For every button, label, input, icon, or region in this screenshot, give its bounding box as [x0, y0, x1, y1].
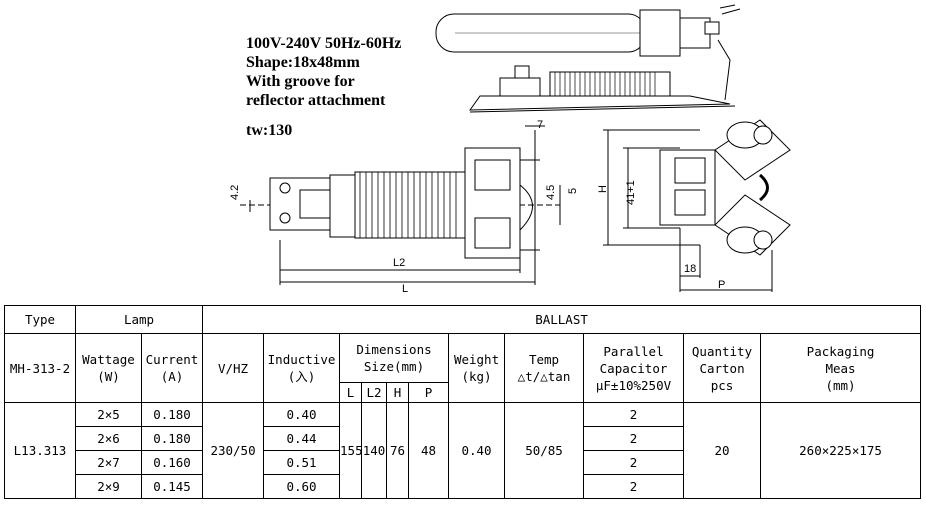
dim-7-label: 7 [537, 119, 543, 131]
header-weight: Weight(kg) [448, 333, 506, 403]
spec-text: 100V-240V 50Hz-60Hz Shape:18x48mm With g… [246, 34, 401, 110]
header-dim-P: P [408, 382, 450, 403]
inductive-cell: 0.40 [263, 402, 341, 427]
spec-tw: tw:130 [246, 122, 293, 139]
current-cell: 0.145 [140, 474, 204, 499]
header-dim-L2: L2 [361, 382, 388, 403]
dim-18-label: 18 [684, 263, 696, 275]
dim-45-label: 4.5 [545, 185, 557, 200]
dim-P-label: P [718, 279, 725, 291]
spec-line-voltage: 100V-240V 50Hz-60Hz [246, 35, 402, 52]
vhz-cell: 230/50 [202, 402, 265, 499]
spec-line-shape: Shape:18x48mm [246, 54, 360, 71]
top-view-drawing [240, 125, 561, 285]
temp-cell: 50/85 [504, 402, 585, 499]
dim-41-label: 41+1 [625, 180, 637, 205]
header-type: Type [4, 305, 76, 334]
dim-L-label: L [402, 283, 408, 295]
current-cell: 0.180 [140, 402, 204, 427]
capacitor-cell: 2 [583, 450, 685, 475]
technical-drawing: 7 4.2 4.5 5 L2 L H 41+1 18 P [229, 4, 791, 295]
header-vhz: V/HZ [202, 333, 265, 403]
dim-42-label: 4.2 [229, 185, 241, 200]
dim-P-cell: 48 [408, 402, 450, 499]
header-lamp: Lamp [74, 305, 204, 334]
wattage-cell: 2×6 [75, 426, 142, 451]
header-current: Current(A) [140, 333, 204, 403]
dim-5-label: 5 [567, 188, 579, 194]
weight-cell: 0.40 [448, 402, 506, 499]
model-cell: MH-313-2 [4, 333, 76, 403]
capacitor-cell: 2 [583, 426, 685, 451]
spec-table: Type Lamp BALLAST MH-313-2 Wattage(W) Cu… [4, 305, 922, 499]
dim-L2-label: L2 [393, 257, 405, 269]
dim-H-cell: 76 [386, 402, 410, 499]
current-cell: 0.160 [140, 450, 204, 475]
row-type-cell: L13.313 [4, 402, 76, 499]
dim-L-cell: 155 [339, 402, 363, 499]
side-view-drawing [435, 4, 741, 113]
current-cell: 0.180 [140, 426, 204, 451]
quantity-cell: 20 [683, 402, 762, 499]
header-inductive: Inductive(入) [263, 333, 341, 403]
packaging-cell: 260×225×175 [760, 402, 922, 499]
end-view-drawing [603, 119, 791, 292]
spec-line-reflector: reflector attachment [246, 92, 386, 109]
spec-line-groove: With groove for [246, 73, 355, 90]
wattage-cell: 2×5 [75, 402, 142, 427]
wattage-cell: 2×9 [75, 474, 142, 499]
dim-L2-cell: 140 [361, 402, 388, 499]
header-dim-L: L [339, 382, 363, 403]
dim-H-label: H [597, 185, 609, 193]
header-dim-H: H [386, 382, 410, 403]
capacitor-cell: 2 [583, 402, 685, 427]
inductive-cell: 0.60 [263, 474, 341, 499]
header-ballast: BALLAST [202, 305, 922, 334]
inductive-cell: 0.51 [263, 450, 341, 475]
inductive-cell: 0.44 [263, 426, 341, 451]
header-temp: Temp△t/△tan [504, 333, 585, 403]
wattage-cell: 2×7 [75, 450, 142, 475]
header-wattage: Wattage(W) [75, 333, 142, 403]
capacitor-cell: 2 [583, 474, 685, 499]
